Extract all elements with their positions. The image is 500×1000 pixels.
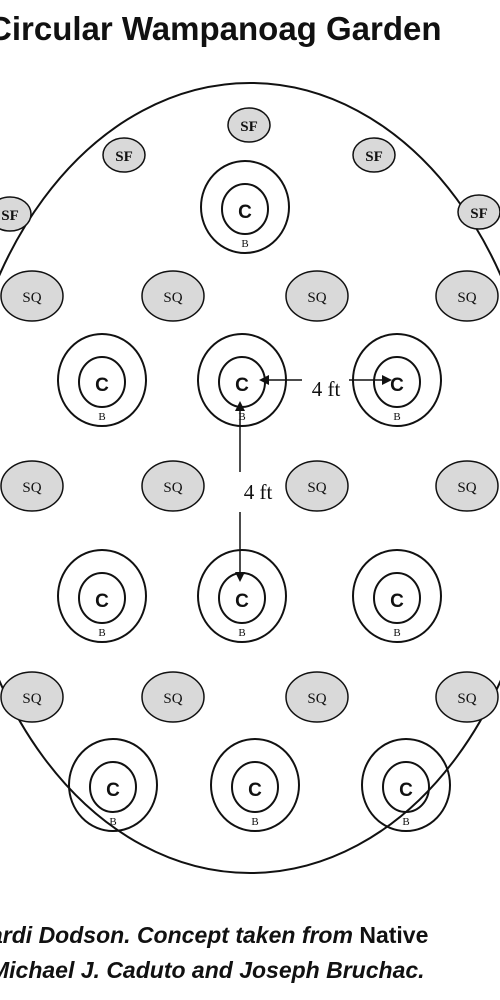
- squash-label: SQ: [457, 290, 476, 306]
- squash-label: SQ: [163, 480, 182, 496]
- squash-mound: SQ: [0, 671, 64, 723]
- sunflower-label: SF: [115, 149, 133, 165]
- corn-label: C: [248, 780, 262, 801]
- credit-line-2-italic: Michael J. Caduto and Joseph Bruchac.: [0, 957, 425, 983]
- corn-ring: [373, 356, 421, 408]
- squash-label: SQ: [163, 691, 182, 707]
- bean-label: B: [98, 411, 105, 423]
- squash-mound: SQ: [285, 460, 349, 512]
- squash-mound: SQ: [141, 270, 205, 322]
- corn-bean-mound: CB: [361, 738, 451, 832]
- sunflower-label: SF: [240, 119, 258, 135]
- corn-bean-mound: CB: [57, 333, 147, 427]
- sunflower-label: SF: [365, 149, 383, 165]
- corn-label: C: [95, 591, 109, 612]
- bean-ring: [352, 549, 442, 643]
- squash-label: SQ: [22, 691, 41, 707]
- corn-ring: [78, 356, 126, 408]
- squash-label: SQ: [163, 290, 182, 306]
- bean-label: B: [241, 238, 248, 250]
- squash-mound: SQ: [0, 270, 64, 322]
- bean-ring: [200, 160, 290, 254]
- corn-ring: [89, 761, 137, 813]
- squash-label: SQ: [307, 691, 326, 707]
- bean-label: B: [393, 411, 400, 423]
- sunflower-mound: SF: [457, 194, 500, 230]
- credit-line-1-italic: ardi Dodson. Concept taken from: [0, 922, 360, 948]
- sunflower-mound: SF: [0, 196, 32, 232]
- corn-label: C: [106, 780, 120, 801]
- garden-boundary: [0, 82, 500, 874]
- squash-label: SQ: [307, 290, 326, 306]
- diagram-title: Circular Wampanoag Garden: [0, 10, 442, 47]
- bean-label: B: [109, 816, 116, 828]
- corn-label: C: [95, 375, 109, 396]
- sunflower-label: SF: [1, 208, 19, 224]
- credit-line-1: ardi Dodson. Concept taken from Native: [0, 922, 428, 949]
- bean-label: B: [251, 816, 258, 828]
- corn-ring: [373, 572, 421, 624]
- corn-ring: [231, 761, 279, 813]
- squash-mound: SQ: [435, 270, 499, 322]
- squash-mound: SQ: [141, 671, 205, 723]
- squash-label: SQ: [457, 691, 476, 707]
- sunflower-mound: SF: [102, 137, 146, 173]
- squash-label: SQ: [457, 480, 476, 496]
- squash-mound: SQ: [435, 671, 499, 723]
- corn-bean-mound: CB: [352, 549, 442, 643]
- credit-line-1-bold: Native: [359, 922, 429, 948]
- corn-bean-mound: CB: [197, 549, 287, 643]
- bean-ring: [210, 738, 300, 832]
- corn-ring: [78, 572, 126, 624]
- bean-label: B: [393, 627, 400, 639]
- bean-label: B: [402, 816, 409, 828]
- squash-label: SQ: [22, 480, 41, 496]
- corn-label: C: [238, 202, 252, 223]
- squash-mound: SQ: [435, 460, 499, 512]
- corn-bean-mound: CB: [57, 549, 147, 643]
- corn-label: C: [399, 780, 413, 801]
- bean-ring: [197, 549, 287, 643]
- corn-bean-mound: CB: [210, 738, 300, 832]
- credit-line-2: Michael J. Caduto and Joseph Bruchac.: [0, 957, 425, 984]
- corn-bean-mound: CB: [197, 333, 287, 427]
- squash-mound: SQ: [0, 460, 64, 512]
- bean-ring: [68, 738, 158, 832]
- bean-ring: [361, 738, 451, 832]
- corn-label: C: [390, 375, 404, 396]
- bean-ring: [57, 333, 147, 427]
- squash-mound: SQ: [285, 270, 349, 322]
- vertical-spacing-indicator: 4 ft: [235, 401, 273, 582]
- corn-label: C: [235, 375, 249, 396]
- horizontal-spacing-label: 4 ft: [312, 377, 341, 401]
- corn-ring: [382, 761, 430, 813]
- horizontal-spacing-indicator: 4 ft: [259, 375, 392, 401]
- bean-label: B: [238, 627, 245, 639]
- squash-mound: SQ: [285, 671, 349, 723]
- corn-bean-mound: CB: [68, 738, 158, 832]
- bean-ring: [57, 549, 147, 643]
- squash-mound: SQ: [141, 460, 205, 512]
- corn-label: C: [235, 591, 249, 612]
- bean-label: B: [238, 411, 245, 423]
- sunflower-label: SF: [470, 206, 488, 222]
- sunflower-mound: SF: [352, 137, 396, 173]
- squash-label: SQ: [307, 480, 326, 496]
- corn-bean-mound: CB: [200, 160, 290, 254]
- squash-label: SQ: [22, 290, 41, 306]
- corn-ring: [221, 183, 269, 235]
- bean-label: B: [98, 627, 105, 639]
- sunflower-mound: SF: [227, 107, 271, 143]
- corn-label: C: [390, 591, 404, 612]
- vertical-spacing-label: 4 ft: [244, 480, 273, 504]
